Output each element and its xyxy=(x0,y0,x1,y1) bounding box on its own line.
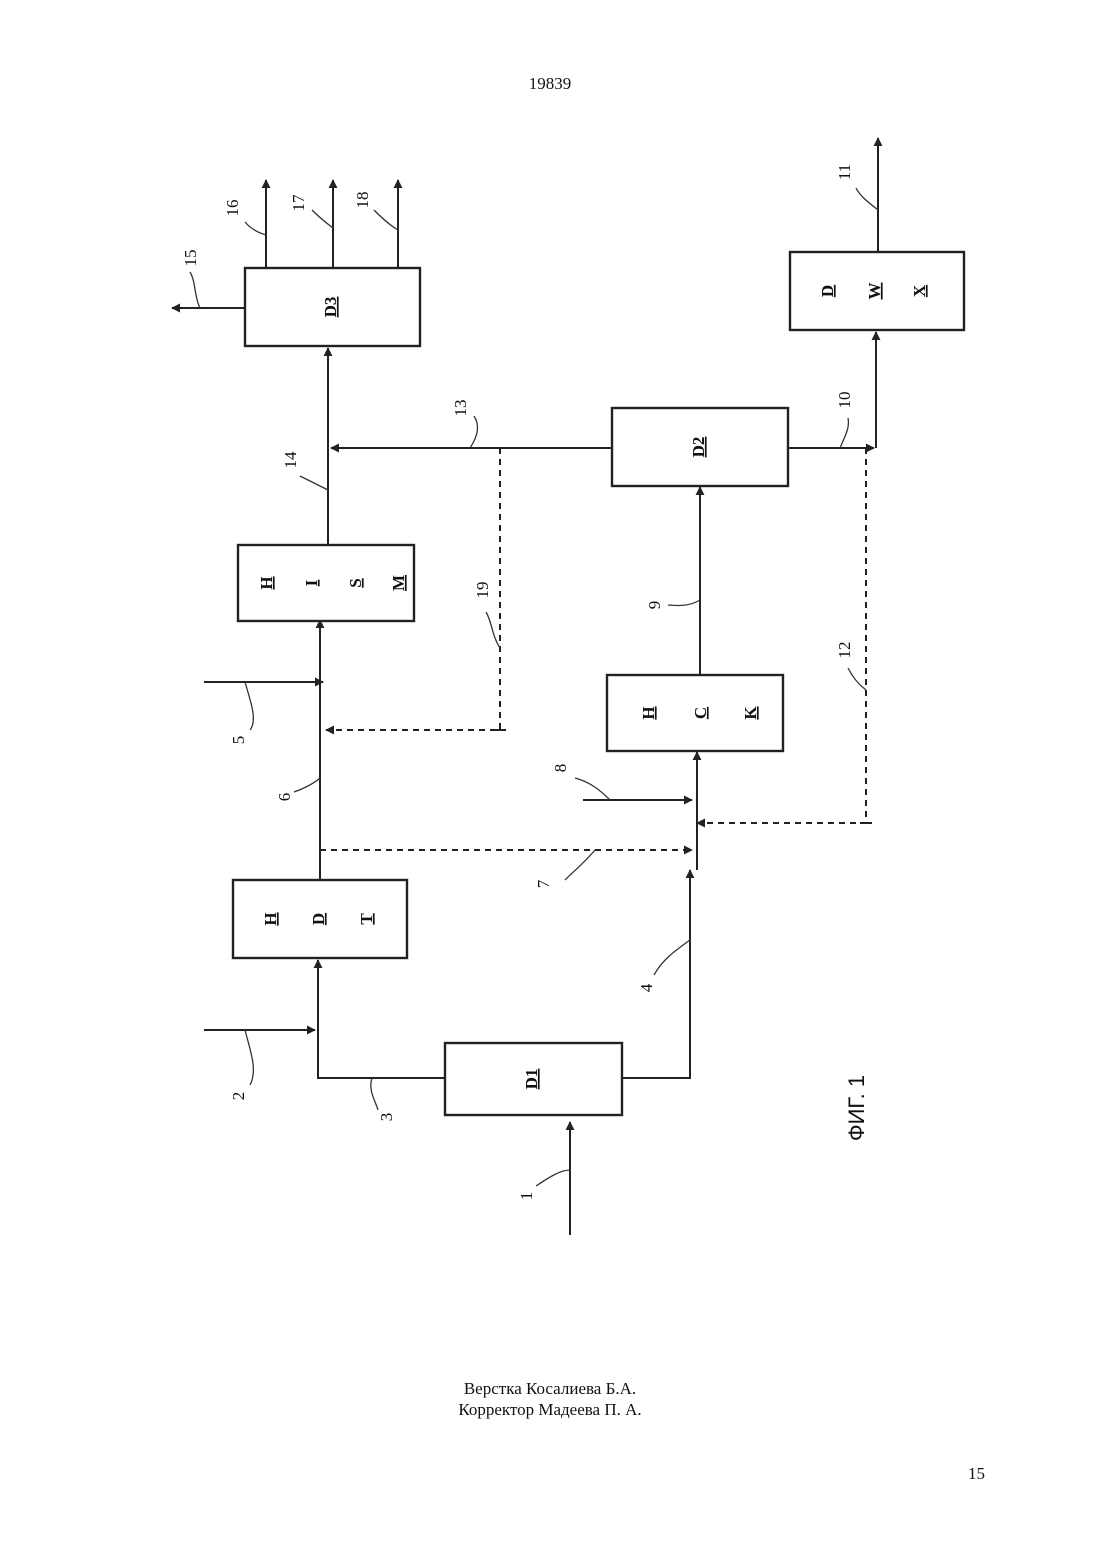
stream-label-1: 1 xyxy=(517,1192,536,1201)
unit-hdt-label-2: D xyxy=(309,913,328,925)
unit-dwx-label-3: X xyxy=(910,284,929,297)
stream-label-16: 16 xyxy=(223,200,242,217)
figure-caption: ФИГ. 1 xyxy=(844,1075,869,1141)
stream-label-7: 7 xyxy=(534,879,553,888)
dashed-flow-lines xyxy=(320,448,872,850)
unit-d1-label: D1 xyxy=(522,1069,541,1090)
unit-hism-label-2: I xyxy=(302,579,321,586)
stream-4-line xyxy=(622,870,690,1078)
unit-hdt-label-3: T xyxy=(357,913,376,925)
unit-d3-label: D3 xyxy=(321,297,340,318)
unit-hck-label-3: K xyxy=(741,706,760,720)
unit-hism-label-1: H xyxy=(257,576,276,589)
stream-label-12: 12 xyxy=(835,642,854,659)
unit-hdt: H D T xyxy=(233,880,407,958)
stream-label-18: 18 xyxy=(353,192,372,209)
unit-d2-label: D2 xyxy=(689,437,708,458)
unit-dwx-label-2: W xyxy=(865,283,884,300)
stream-label-3: 3 xyxy=(377,1113,396,1122)
unit-hdt-label-1: H xyxy=(261,912,280,925)
stream-3-line xyxy=(318,960,445,1078)
unit-hck-label-2: C xyxy=(691,707,710,719)
footer-line-corrector: Корректор Мадеева П. А. xyxy=(0,1399,1100,1420)
unit-d1: D1 xyxy=(445,1043,622,1115)
unit-hck-label-1: H xyxy=(639,706,658,719)
stream-label-8: 8 xyxy=(551,764,570,773)
unit-dwx-label-1: D xyxy=(818,285,837,297)
stream-12-dashed xyxy=(697,448,866,823)
stream-label-13: 13 xyxy=(451,400,470,417)
footer-credits: Верстка Косалиева Б.А. Корректор Мадеева… xyxy=(0,1378,1100,1420)
unit-hism: H I S M xyxy=(238,545,414,621)
unit-d3: D3 xyxy=(245,268,420,346)
stream-label-10: 10 xyxy=(835,392,854,409)
stream-label-6: 6 xyxy=(275,793,294,802)
stream-label-15: 15 xyxy=(181,250,200,267)
stream-label-5: 5 xyxy=(229,736,248,745)
stream-label-14: 14 xyxy=(281,451,300,469)
footer-line-layout: Верстка Косалиева Б.А. xyxy=(0,1378,1100,1399)
unit-hism-label-3: S xyxy=(346,578,365,587)
stream-label-4: 4 xyxy=(637,983,656,992)
stream-label-11: 11 xyxy=(835,164,854,180)
stream-label-19: 19 xyxy=(473,582,492,599)
stream-label-9: 9 xyxy=(645,601,664,610)
unit-d2: D2 xyxy=(612,408,788,486)
stream-label-2: 2 xyxy=(229,1092,248,1101)
stream-label-17: 17 xyxy=(289,194,308,212)
unit-hism-label-4: M xyxy=(389,575,408,591)
unit-hck: H C K xyxy=(607,675,783,751)
page-number: 15 xyxy=(968,1464,985,1484)
unit-dwx: D W X xyxy=(790,252,964,330)
